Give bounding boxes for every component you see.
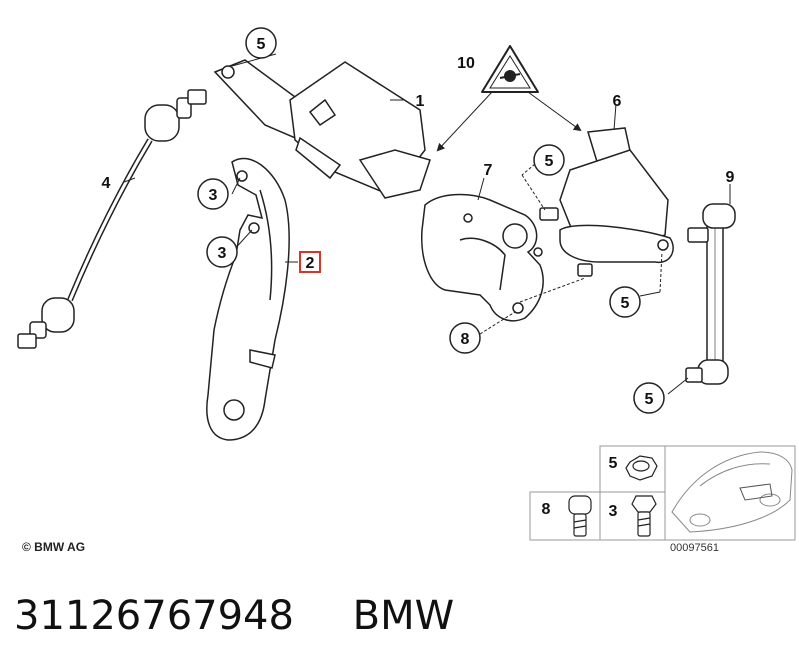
warning-label-part-10 bbox=[481, 45, 539, 93]
callout-7[interactable]: 7 bbox=[484, 162, 493, 179]
callout-10[interactable]: 10 bbox=[457, 55, 475, 72]
callout-5a[interactable]: 5 bbox=[257, 36, 266, 53]
callout-2[interactable]: 2 bbox=[306, 255, 315, 272]
callouts: 5 1 3 3 4 2 10 6 5 7 9 5 8 5 bbox=[102, 27, 735, 414]
link-rod-part-9 bbox=[685, 203, 736, 385]
inset-bolt-8 bbox=[568, 495, 592, 537]
bracket-part-7 bbox=[421, 193, 544, 322]
callout-3b[interactable]: 3 bbox=[218, 245, 227, 262]
brand-name: BMW bbox=[352, 593, 455, 639]
callout-1[interactable]: 1 bbox=[416, 93, 425, 110]
callout-5c[interactable]: 5 bbox=[621, 295, 630, 312]
leader-lines bbox=[123, 53, 731, 395]
callout-3a[interactable]: 3 bbox=[209, 187, 218, 204]
highlight-box-part-2 bbox=[299, 251, 321, 273]
car-outline-icon bbox=[671, 451, 793, 533]
callout-4[interactable]: 4 bbox=[102, 175, 111, 192]
inset-nut bbox=[625, 455, 658, 481]
inset-callout-3[interactable]: 3 bbox=[609, 503, 618, 520]
part-number: 31126767948 bbox=[14, 593, 294, 639]
inset-callout-8[interactable]: 8 bbox=[542, 501, 551, 518]
callout-8[interactable]: 8 bbox=[461, 331, 470, 348]
bracket-part-2 bbox=[206, 157, 290, 441]
callout-5d[interactable]: 5 bbox=[645, 391, 654, 408]
callout-6[interactable]: 6 bbox=[613, 93, 622, 110]
inset-parts-panel bbox=[529, 445, 796, 541]
callout-9[interactable]: 9 bbox=[726, 169, 735, 186]
level-sensor-part-1 bbox=[213, 59, 431, 199]
link-rod-part-4 bbox=[17, 89, 207, 349]
reference-number: 00097561 bbox=[670, 542, 719, 554]
callout-5b[interactable]: 5 bbox=[545, 153, 554, 170]
footer-bar: 31126767948 BMW bbox=[14, 586, 794, 646]
inset-callout-5[interactable]: 5 bbox=[609, 455, 618, 472]
parts-diagram: 5 1 3 3 4 2 10 6 5 7 9 5 8 5 5 bbox=[17, 27, 796, 541]
inset-bolt-3 bbox=[631, 495, 657, 537]
level-sensor-part-6 bbox=[539, 127, 674, 277]
copyright-text: © BMW AG bbox=[22, 540, 86, 554]
